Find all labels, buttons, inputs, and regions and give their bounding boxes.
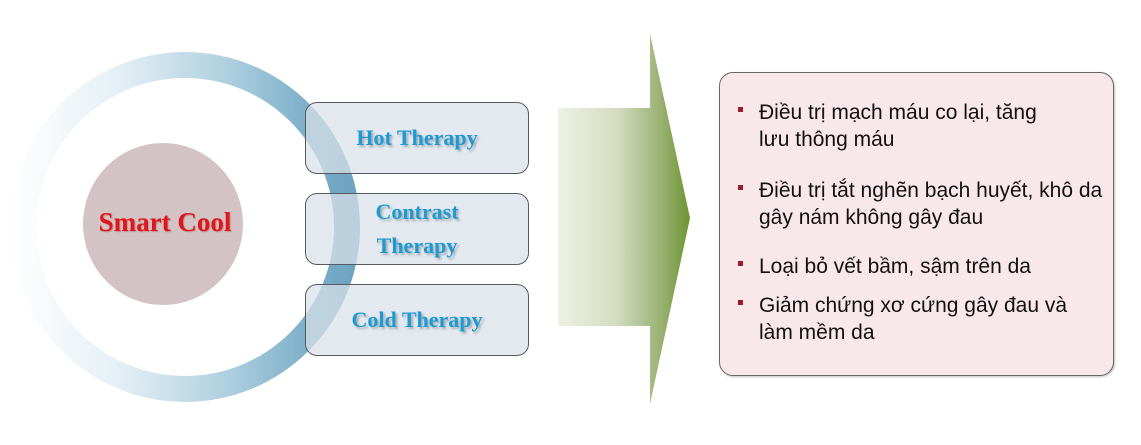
bullet-square-icon [738, 300, 743, 305]
right-arrow-icon [558, 34, 690, 404]
cold-therapy-label: Cold Therapy [351, 307, 483, 332]
smart-cool-label: Smart Cool [98, 207, 232, 237]
benefits-panel: Điều trị mạch máu co lại, tăng lưu thông… [719, 72, 1114, 376]
hot-therapy-label: Hot Therapy [356, 125, 478, 150]
bullet-square-icon [738, 107, 743, 112]
benefit-item: Loại bỏ vết bầm, sậm trên da [738, 253, 1099, 280]
hot-therapy-box: Hot Therapy [305, 102, 529, 174]
bullet-square-icon [738, 185, 743, 190]
cold-therapy-box: Cold Therapy [305, 284, 529, 356]
benefit-item: Giảm chứng xơ cứng gây đau và làm mềm da [738, 292, 1069, 346]
benefit-item: Điều trị mạch máu co lại, tăng lưu thông… [738, 99, 1069, 153]
benefit-item: Điều trị tắt nghẽn bạch huyết, khô da gâ… [738, 177, 1104, 231]
bullet-square-icon [738, 261, 743, 266]
smart-cool-circle [83, 143, 243, 305]
